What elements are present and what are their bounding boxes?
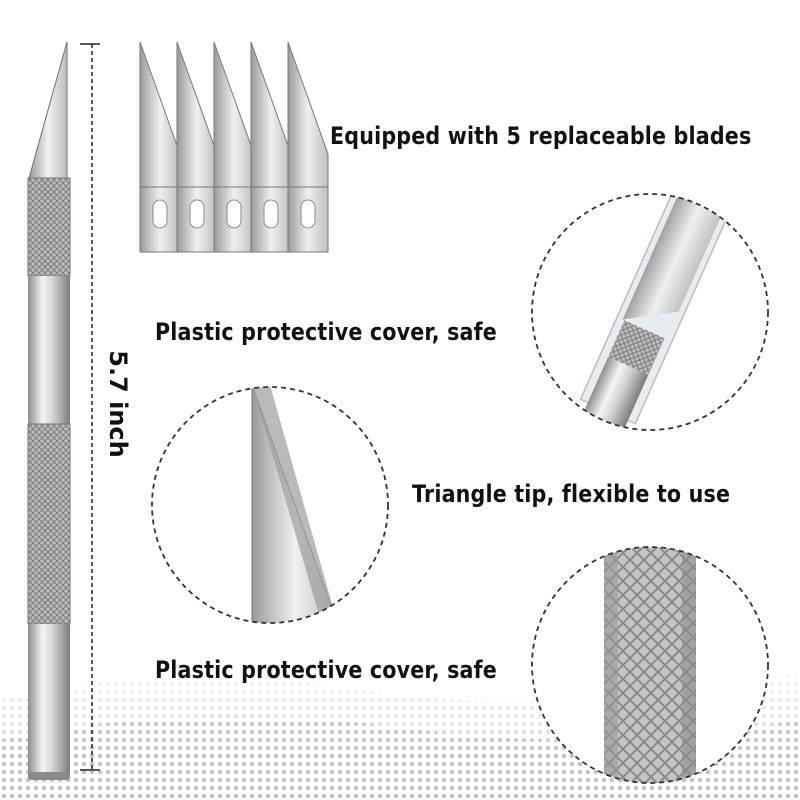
blade-2 bbox=[176, 41, 218, 253]
blade-4 bbox=[250, 41, 292, 253]
replacement-blades bbox=[139, 41, 329, 253]
blade-1 bbox=[139, 41, 181, 253]
caption-cover-bottom: Plastic protective cover, safe bbox=[155, 656, 497, 684]
caption-blades: Equipped with 5 replaceable blades bbox=[330, 122, 752, 150]
detail-circle-tip bbox=[151, 386, 389, 624]
caption-tip: Triangle tip, flexible to use bbox=[412, 480, 731, 508]
knife bbox=[27, 41, 71, 780]
caption-cover-top: Plastic protective cover, safe bbox=[155, 318, 497, 346]
blade-5 bbox=[287, 41, 329, 253]
detail-circle-handle bbox=[531, 546, 769, 784]
blade-3 bbox=[213, 41, 255, 253]
dimension-line bbox=[80, 43, 100, 771]
detail-circle-cover bbox=[531, 193, 769, 431]
length-label: 5.7 inch bbox=[104, 350, 132, 458]
